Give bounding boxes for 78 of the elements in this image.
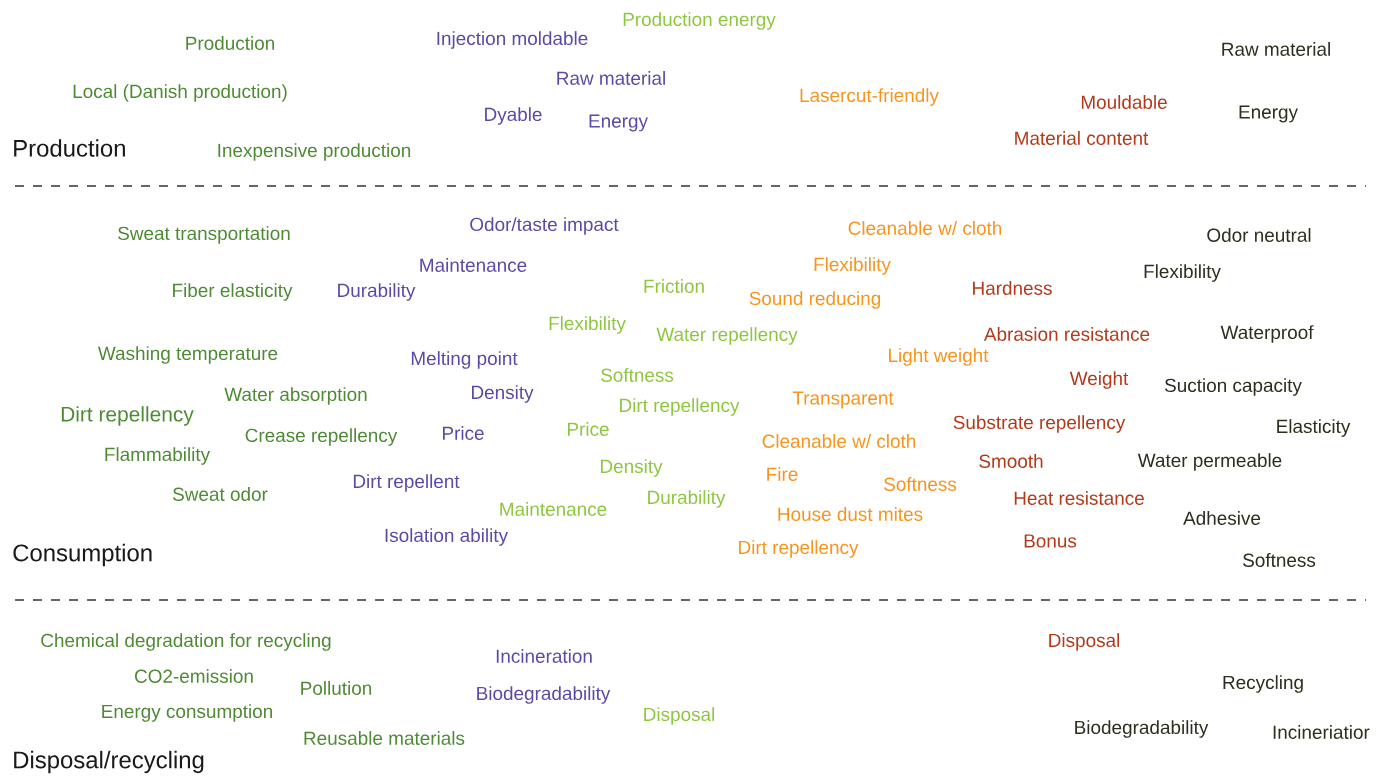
keyword: Material content	[1015, 131, 1149, 145]
keyword: Cleanable w/ cloth	[848, 221, 1002, 235]
keyword: Energy	[1239, 105, 1298, 123]
keyword: Density	[472, 385, 534, 403]
keyword: Flexibility	[814, 257, 891, 275]
keyword: Reusable materials	[304, 731, 465, 745]
section-heading: Production	[14, 139, 125, 157]
keyword: Odor/taste impact	[470, 217, 619, 235]
keyword: Adhesive	[1183, 511, 1261, 525]
keyword: Incineriatior	[1273, 725, 1370, 739]
keyword: Weight	[1069, 371, 1129, 389]
keyword: Lasercut-friendly	[800, 88, 939, 106]
keyword: Inexpensive production	[218, 143, 411, 161]
keyword: Elasticity	[1277, 419, 1351, 437]
keyword: Injection moldable	[437, 31, 588, 49]
section-heading: Disposal/recycling	[14, 750, 204, 774]
keyword: Dirt repellency	[61, 406, 194, 426]
keyword: Substrate repellency	[953, 415, 1126, 433]
keyword: Flexibility	[549, 316, 626, 334]
keyword: Durability	[648, 490, 726, 508]
keyword: Water repellency	[656, 327, 798, 345]
keyword: Bonus	[1024, 534, 1077, 548]
keyword: Smooth	[979, 454, 1043, 468]
keyword: Local (Danish production)	[73, 84, 287, 102]
keyword: Dirt repellent	[353, 474, 460, 492]
keyword: Dirt repellency	[739, 540, 859, 558]
keyword: Maintenance	[420, 258, 527, 272]
keyword: Sound reducing	[749, 291, 881, 309]
keyword: CO2-emission	[135, 669, 253, 683]
keyword: Price	[568, 422, 609, 436]
keyword: Pollution	[301, 681, 372, 695]
keyword: Raw material	[1222, 42, 1330, 56]
keyword: Crease repellency	[245, 428, 398, 446]
keyword: Suction capacity	[1164, 378, 1302, 396]
keyword: Waterproof	[1220, 325, 1314, 343]
keyword: Sweat transportation	[118, 226, 290, 244]
keyword: Disposal	[1049, 633, 1120, 651]
keyword: Dirt repellency	[620, 398, 740, 416]
keyword: Softness	[884, 477, 957, 491]
keyword: Fire	[767, 467, 798, 481]
keyword: House dust mites	[778, 507, 923, 521]
keyword: Chemical degradation for recycling	[41, 633, 331, 651]
keyword: Price	[443, 426, 484, 440]
keyword: Biodegradability	[477, 686, 611, 704]
keyword: Heat resistance	[1014, 491, 1144, 505]
keyword: Hardness	[973, 281, 1052, 295]
keyword: Production	[186, 36, 274, 50]
keyword: Transparent	[792, 391, 894, 409]
keyword: Disposal	[644, 707, 714, 725]
keyword: Energy consumption	[102, 704, 272, 722]
keyword: Flammability	[105, 447, 211, 465]
section-heading: Consumption	[13, 543, 152, 567]
keyword: Water permeable	[1137, 453, 1282, 471]
keyword: Mouldable	[1081, 95, 1167, 109]
keyword: Abrasion resistance	[983, 327, 1150, 341]
keyword: Light weight	[889, 348, 989, 366]
keyword: Dyable	[485, 107, 542, 125]
keyword: Production energy	[623, 12, 776, 30]
keyword: Maintenance	[500, 502, 607, 516]
keyword: Washing temperature	[97, 346, 278, 364]
keyword: Isolation ability	[385, 528, 508, 546]
keyword: Softness	[1243, 553, 1316, 567]
keyword: Melting point	[411, 351, 518, 369]
keyword: Sweat odor	[173, 487, 268, 501]
keyword: Density	[601, 459, 663, 477]
keyword: Incineration	[496, 649, 592, 663]
keyword: Water absorption	[224, 387, 367, 405]
keyword: Softness	[601, 368, 674, 382]
keyword: Durability	[338, 283, 416, 301]
keyword: Friction	[644, 279, 704, 293]
keyword: Flexibility	[1144, 264, 1221, 282]
keyword: Cleanable w/ cloth	[762, 434, 916, 448]
keyword: Odor neutral	[1207, 228, 1311, 242]
keyword: Raw material	[557, 71, 665, 85]
keyword: Fiber elasticity	[173, 283, 293, 301]
keyword: Recycling	[1223, 675, 1303, 693]
keyword: Biodegradability	[1075, 720, 1209, 738]
keyword: Energy	[589, 114, 648, 132]
